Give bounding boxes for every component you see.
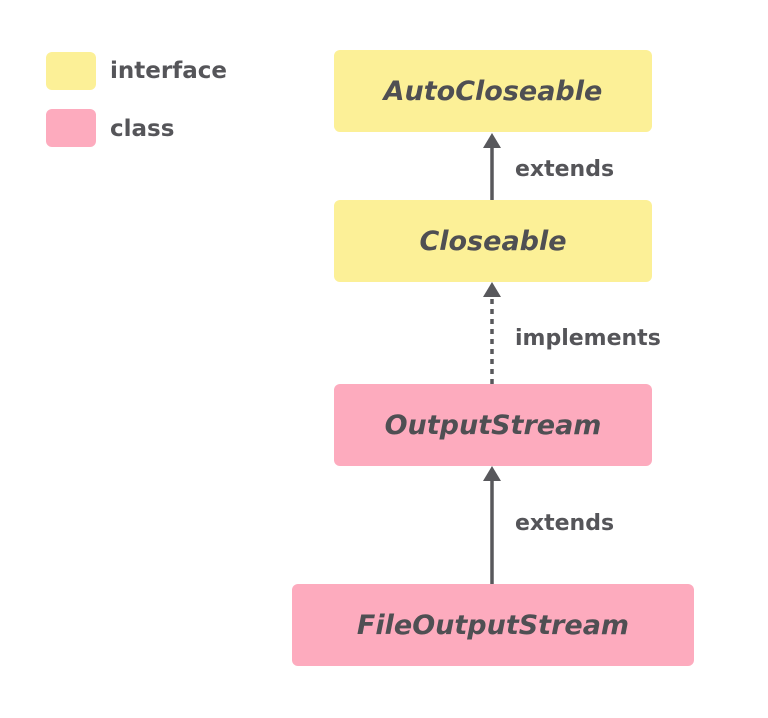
node-fileoutputstream: FileOutputStream [292,584,694,666]
legend-interface-swatch [46,52,96,90]
label-extends-outputstream: extends [515,511,615,536]
label-extends-autocloseable: extends [515,157,615,182]
arrowhead-outputstream [483,466,501,481]
node-outputstream: OutputStream [334,384,652,466]
legend-interface-label: interface [110,58,227,84]
label-implements-closeable: implements [515,326,661,351]
legend-class-swatch [46,109,96,147]
node-autocloseable: AutoCloseable [334,50,652,132]
node-closeable: Closeable [334,200,652,282]
arrowhead-closeable [483,282,501,297]
arrowhead-autocloseable [483,133,501,148]
legend-class-label: class [110,116,175,142]
